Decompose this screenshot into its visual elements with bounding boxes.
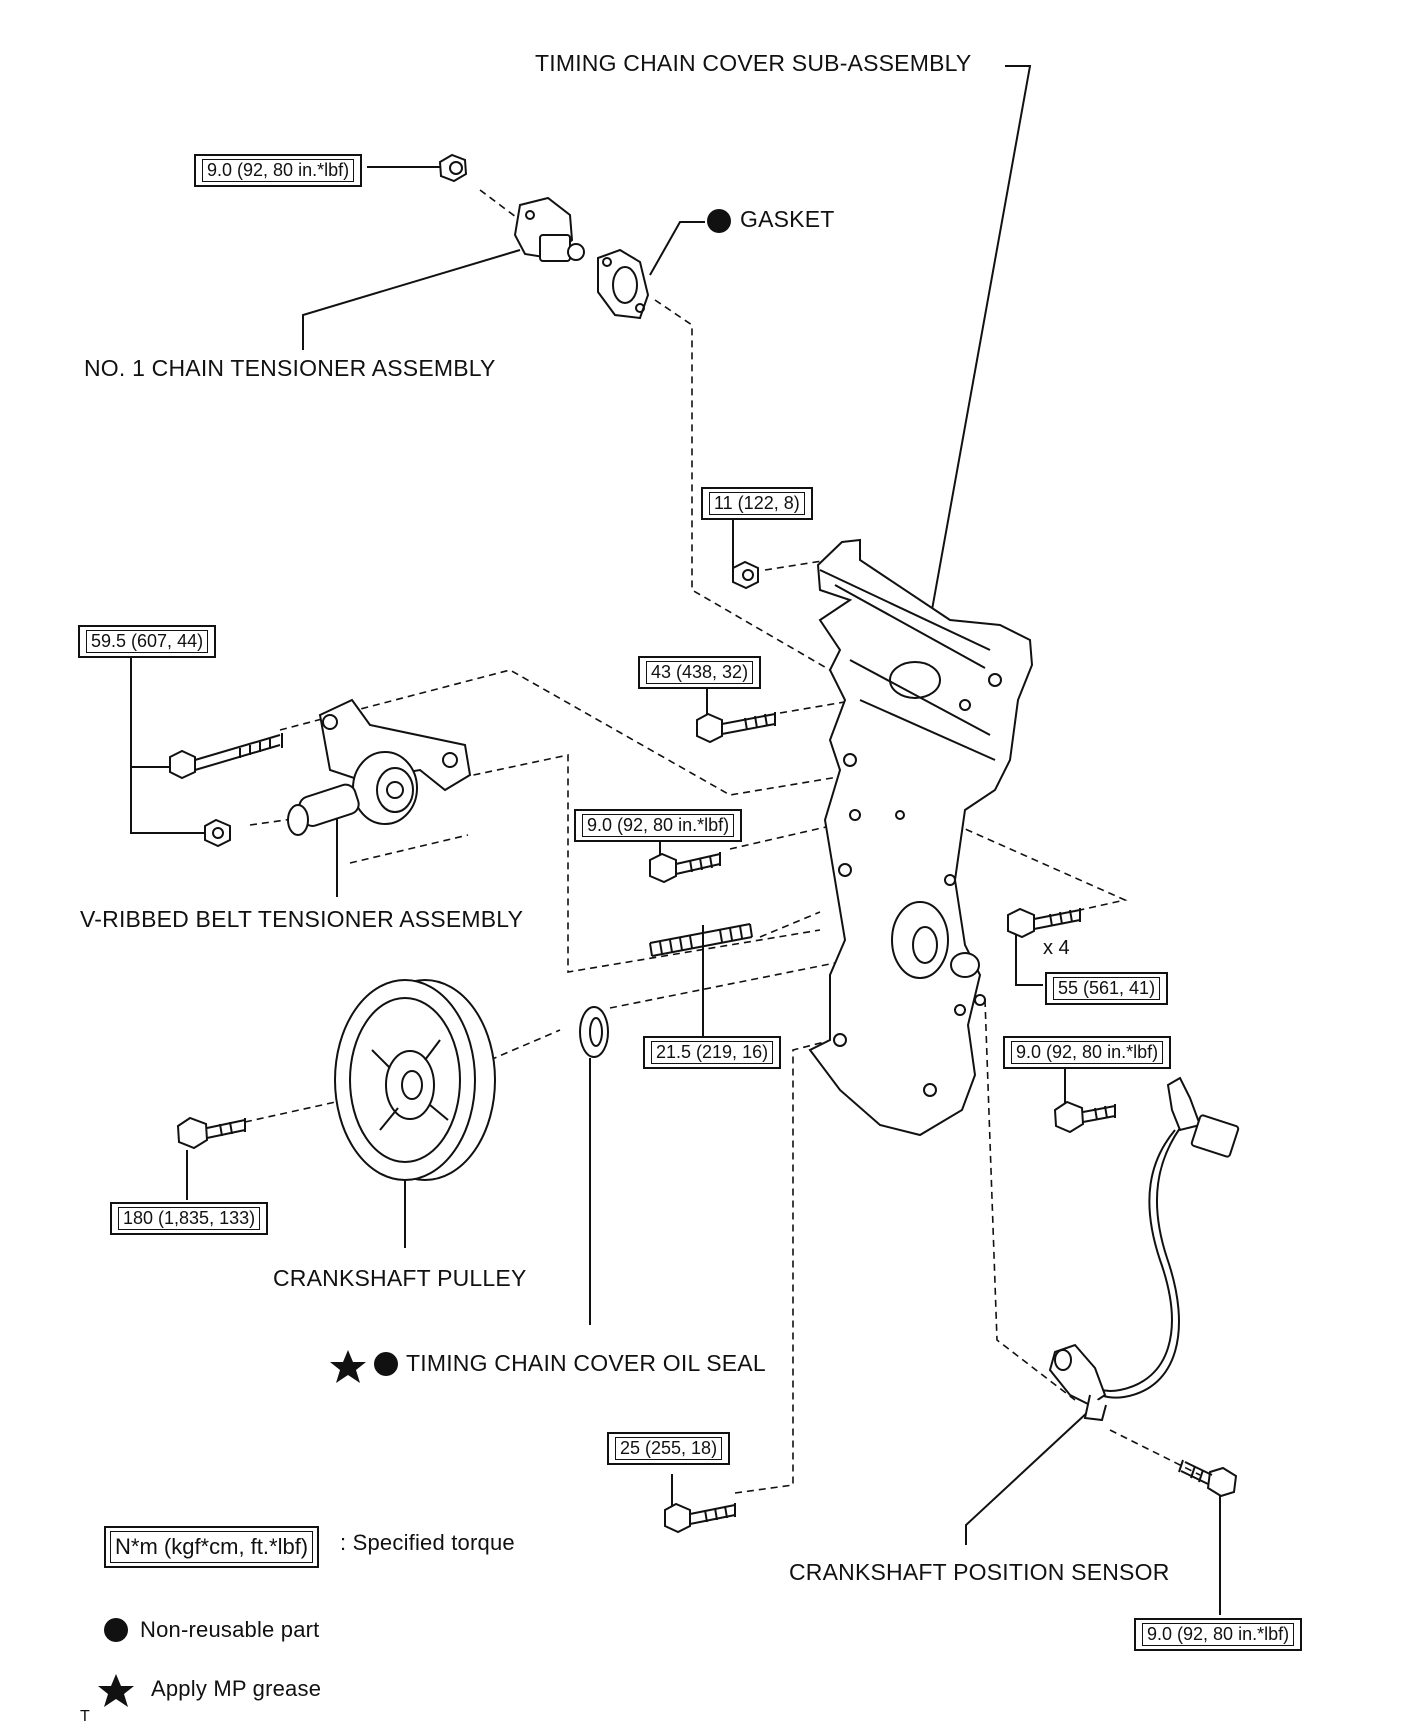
label-oil-seal: TIMING CHAIN COVER OIL SEAL bbox=[406, 1350, 766, 1376]
torque-cover-nut: 11 (122, 8) bbox=[701, 487, 813, 520]
belt-tensioner-bolt bbox=[169, 733, 283, 780]
belt-tensioner-part bbox=[287, 698, 472, 836]
cover-bolt-25 bbox=[664, 1502, 736, 1534]
legend-torque-text: : Specified torque bbox=[340, 1530, 515, 1555]
stud-bolt bbox=[649, 923, 753, 957]
torque-cover-bolt-43: 43 (438, 32) bbox=[638, 656, 762, 689]
cover-bolt-43 bbox=[696, 712, 776, 744]
label-chain-tensioner: NO. 1 CHAIN TENSIONER ASSEMBLY bbox=[84, 355, 496, 381]
cover-bolt-9 bbox=[649, 852, 721, 884]
timing-chain-cover-part bbox=[808, 538, 1034, 1137]
torque-sensor-bolt: 9.0 (92, 80 in.*lbf) bbox=[1134, 1618, 1303, 1651]
torque-belt-tensioner: 59.5 (607, 44) bbox=[78, 625, 217, 658]
torque-pulley-bolt: 180 (1,835, 133) bbox=[110, 1202, 269, 1235]
oil-seal-nonreusable-dot bbox=[374, 1352, 398, 1376]
label-crankshaft-pulley: CRANKSHAFT PULLEY bbox=[273, 1265, 527, 1291]
leader-lines bbox=[130, 65, 1221, 1615]
belt-tensioner-nut bbox=[204, 818, 231, 848]
torque-sensor-bracket: 9.0 (92, 80 in.*lbf) bbox=[1003, 1036, 1172, 1069]
pulley-bolt bbox=[176, 1116, 246, 1150]
sensor-bracket-bolt bbox=[1053, 1100, 1116, 1134]
oil-seal-part bbox=[579, 1006, 609, 1058]
legend-star-icon bbox=[98, 1674, 134, 1707]
crankshaft-sensor-part bbox=[1048, 1076, 1240, 1422]
torque-cover-bolt-9: 9.0 (92, 80 in.*lbf) bbox=[574, 809, 743, 842]
torque-cover-bolts-x4: 55 (561, 41) bbox=[1045, 972, 1169, 1005]
label-gasket: GASKET bbox=[740, 206, 835, 232]
label-belt-tensioner: V-RIBBED BELT TENSIONER ASSEMBLY bbox=[80, 906, 524, 932]
corner-mark: T bbox=[80, 1708, 90, 1725]
label-qty-x4: x 4 bbox=[1043, 937, 1070, 959]
sensor-bolt bbox=[1178, 1459, 1238, 1498]
label-timing-chain-cover: TIMING CHAIN COVER SUB-ASSEMBLY bbox=[535, 50, 972, 76]
oil-seal-star-icon bbox=[330, 1350, 366, 1383]
tensioner-nut bbox=[438, 153, 468, 183]
legend-nonreusable-text: Non-reusable part bbox=[140, 1617, 320, 1642]
cover-bolt-x4 bbox=[1007, 907, 1081, 939]
label-crank-sensor: CRANKSHAFT POSITION SENSOR bbox=[789, 1559, 1170, 1585]
torque-tensioner-nut: 9.0 (92, 80 in.*lbf) bbox=[194, 154, 363, 187]
legend-nonreusable-dot bbox=[104, 1618, 128, 1642]
legend-grease-text: Apply MP grease bbox=[151, 1676, 322, 1701]
gasket-nonreusable-dot bbox=[707, 209, 731, 233]
crankshaft-pulley-part bbox=[334, 979, 496, 1181]
gasket-part bbox=[597, 248, 650, 320]
cover-nut bbox=[732, 560, 759, 590]
torque-cover-bolt-25: 25 (255, 18) bbox=[607, 1432, 731, 1465]
chain-tensioner-part bbox=[513, 196, 585, 262]
dashed-assembly-lines bbox=[244, 189, 1201, 1494]
torque-stud: 21.5 (219, 16) bbox=[643, 1036, 782, 1069]
legend-torque-box: N*m (kgf*cm, ft.*lbf) bbox=[104, 1526, 320, 1568]
